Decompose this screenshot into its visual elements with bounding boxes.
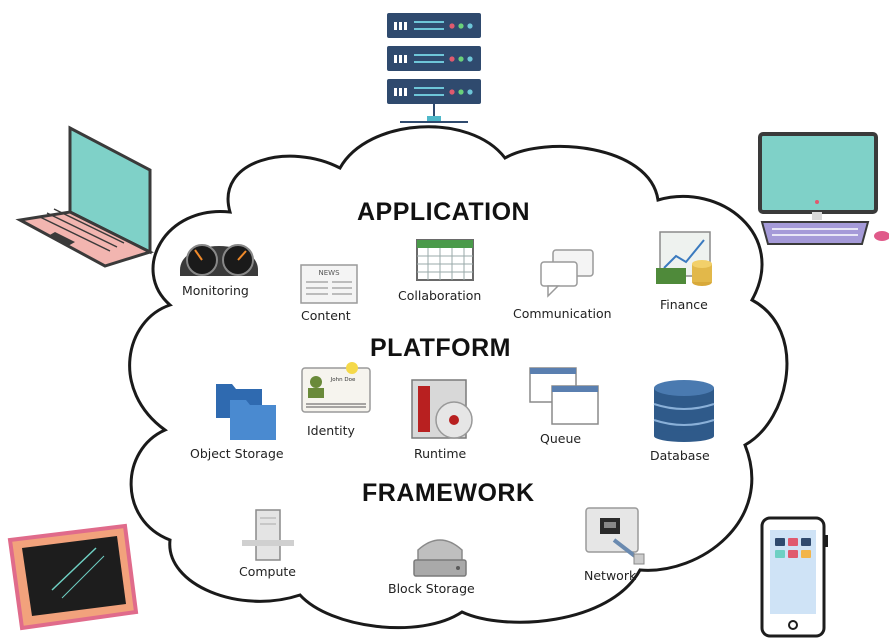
windows-stack-icon [529,367,599,425]
smartphone-icon [760,516,828,638]
label-block-storage: Block Storage [388,581,475,596]
newspaper-icon: NEWS [300,264,358,304]
label-finance: Finance [660,297,708,312]
finance-chart-icon [656,231,712,286]
layer-title-platform: PLATFORM [370,334,512,362]
label-database: Database [650,448,710,463]
label-runtime: Runtime [414,446,467,461]
label-monitoring: Monitoring [182,283,249,298]
laptop-icon [15,125,155,268]
label-compute: Compute [239,564,297,579]
label-identity: Identity [307,423,355,438]
hard-drive-icon [413,539,467,577]
cloud-outline [128,125,789,630]
server-rack-icon [387,13,481,123]
tablet-icon [7,523,139,631]
server-tower-icon [242,509,294,561]
database-icon [653,380,715,442]
id-card-name: John Doe [330,377,356,383]
folders-icon [216,384,276,440]
label-object-storage: Object Storage [190,446,284,461]
id-card-icon: John Doe [301,362,371,413]
calendar-icon [416,239,474,281]
label-queue: Queue [540,431,582,446]
chat-bubbles-icon [540,249,594,298]
label-communication: Communication [513,306,612,321]
ethernet-port-icon [585,507,645,565]
runtime-disc-icon [411,379,473,439]
desktop-computer-icon [758,132,889,245]
layer-title-framework: FRAMEWORK [362,479,535,507]
label-content: Content [301,308,351,323]
label-network: Network [584,568,637,583]
speedometer-icon [180,244,258,276]
layer-title-application: APPLICATION [357,198,531,226]
newspaper-masthead: NEWS [318,269,340,277]
label-collaboration: Collaboration [398,288,482,303]
